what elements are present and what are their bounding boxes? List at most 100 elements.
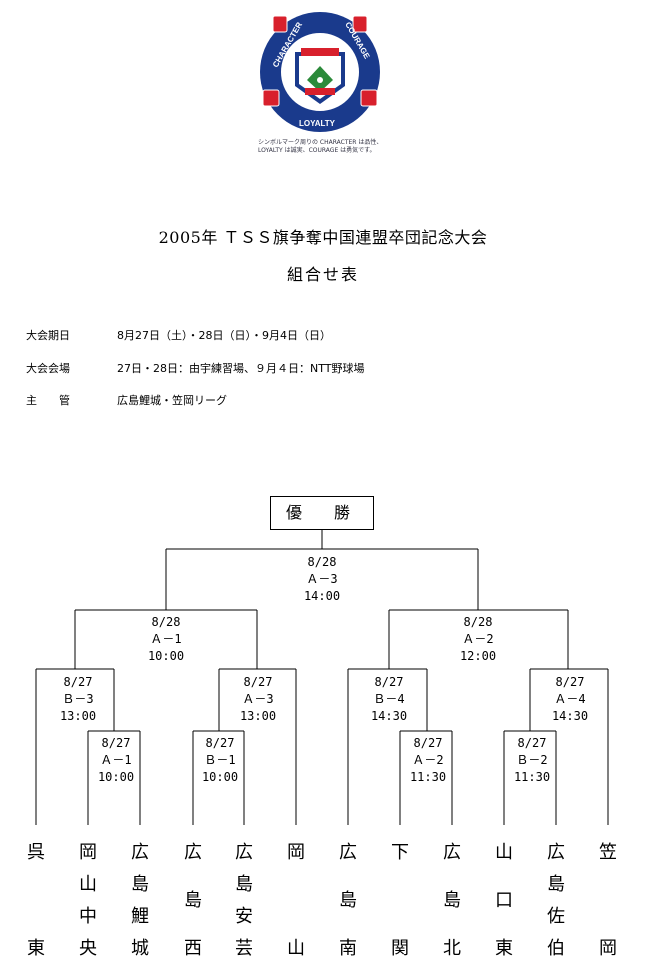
- team-name: 広島西: [180, 838, 206, 959]
- team-name-char: 伯: [547, 938, 565, 959]
- team-name-char: 芸: [235, 938, 253, 959]
- match-first-1: 8/27 Ａ－1 10:00: [76, 735, 156, 786]
- match-date: 8/27: [205, 736, 235, 750]
- info-label-venue: 大会会場: [26, 362, 70, 375]
- team-name-char: 島: [235, 874, 253, 895]
- match-time: 13:00: [239, 709, 277, 723]
- team-name-char: 呉: [27, 842, 45, 863]
- match-game: Ｂ－1: [204, 753, 236, 767]
- match-game: Ａ－3: [242, 692, 274, 706]
- team-name: 広島鯉城: [127, 838, 153, 959]
- match-quarter-4: 8/27 Ａ－4 14:30: [530, 674, 610, 725]
- team-name: 広島北: [439, 838, 465, 959]
- match-date: 8/27: [555, 675, 585, 689]
- logo-ring-bottom: LOYALTY: [299, 119, 336, 128]
- match-time: 14:30: [551, 709, 589, 723]
- match-time: 11:30: [513, 770, 551, 784]
- page-title: 2005年 ＴＳＳ旗争奪中国連盟卒団記念大会: [158, 228, 488, 247]
- team-name-char: 島: [184, 890, 202, 911]
- match-time: 14:30: [370, 709, 408, 723]
- team-name-char: 島: [443, 890, 461, 911]
- logo-note-line2: LOYALTY は誠実、COURAGE は勇気です。: [258, 147, 376, 154]
- team-name-char: 島: [131, 874, 149, 895]
- match-time: 10:00: [147, 649, 185, 663]
- team-name-char: 口: [495, 890, 513, 911]
- match-game: Ａ－3: [306, 572, 338, 586]
- match-semi-2: 8/28 Ａ－2 12:00: [438, 614, 518, 665]
- info-value-venue: 27日・28日：由宇練習場、９月４日：NTT野球場: [117, 362, 365, 375]
- team-name-char: 島: [547, 874, 565, 895]
- team-name-char: 広: [547, 842, 565, 863]
- team-name-char: 島: [339, 890, 357, 911]
- team-name: 広島佐伯: [543, 838, 569, 959]
- winner-box: 優 勝: [270, 496, 374, 530]
- match-game: Ｂ－2: [516, 753, 548, 767]
- info-label-dates: 大会期日: [26, 329, 70, 342]
- team-name-char: 広: [131, 842, 149, 863]
- team-name: 広島南: [335, 838, 361, 959]
- info-value-dates: 8月27日（土）・28日（日）・9月4日（日）: [117, 329, 331, 342]
- match-date: 8/27: [517, 736, 547, 750]
- team-name-char: 東: [495, 938, 513, 959]
- match-date: 8/28: [307, 555, 337, 569]
- team-name-char: 鯉: [131, 906, 149, 927]
- team-name-char: 関: [391, 938, 409, 959]
- match-first-2: 8/27 Ｂ－1 10:00: [180, 735, 260, 786]
- match-date: 8/27: [101, 736, 131, 750]
- logo-note: シンボルマーク周りの CHARACTER は品性、 LOYALTY は誠実、CO…: [258, 139, 408, 155]
- page-subtitle: 組合せ表: [286, 265, 359, 284]
- match-time: 14:00: [303, 589, 341, 603]
- team-name-char: 広: [443, 842, 461, 863]
- match-date: 8/28: [151, 615, 181, 629]
- team-name: 笠岡: [595, 838, 621, 959]
- match-date: 8/27: [243, 675, 273, 689]
- team-name-char: 広: [184, 842, 202, 863]
- logo-note-line1: シンボルマーク周りの CHARACTER は品性、: [258, 139, 383, 146]
- team-name-char: 岡: [287, 842, 305, 863]
- match-date: 8/27: [374, 675, 404, 689]
- info-value-host: 広島鯉城・笠岡リーグ: [117, 394, 227, 407]
- team-name: 岡山: [283, 838, 309, 959]
- team-name: 山口東: [491, 838, 517, 959]
- match-first-3: 8/27 Ａ－2 11:30: [388, 735, 468, 786]
- team-name-char: 山: [495, 842, 513, 863]
- match-game: Ａ－4: [554, 692, 586, 706]
- match-time: 11:30: [409, 770, 447, 784]
- team-name-char: 西: [184, 938, 202, 959]
- match-game: Ａ－2: [462, 632, 494, 646]
- match-time: 13:00: [59, 709, 97, 723]
- match-date: 8/27: [413, 736, 443, 750]
- match-game: Ａ－1: [150, 632, 182, 646]
- team-name-char: 岡: [79, 842, 97, 863]
- little-league-logo: CHARACTER COURAGE LOYALTY: [260, 12, 380, 132]
- team-name-char: 東: [27, 938, 45, 959]
- team-name-char: 広: [235, 842, 253, 863]
- team-name-char: 中: [79, 906, 97, 927]
- match-game: Ｂ－3: [62, 692, 94, 706]
- team-name-char: 山: [287, 938, 305, 959]
- team-name: 広島安芸: [231, 838, 257, 959]
- match-game: Ｂ－4: [373, 692, 405, 706]
- match-game: Ａ－1: [100, 753, 132, 767]
- team-name: 下関: [387, 838, 413, 959]
- team-name-char: 山: [79, 874, 97, 895]
- match-game: Ａ－2: [412, 753, 444, 767]
- match-quarter-2: 8/27 Ａ－3 13:00: [218, 674, 298, 725]
- match-date: 8/27: [63, 675, 93, 689]
- team-name-char: 北: [443, 938, 461, 959]
- team-name: 岡山中央: [75, 838, 101, 959]
- match-date: 8/28: [463, 615, 493, 629]
- team-name-char: 岡: [599, 938, 617, 959]
- team-name-char: 央: [79, 938, 97, 959]
- team-name-char: 安: [235, 906, 253, 927]
- team-name-char: 南: [339, 938, 357, 959]
- match-time: 10:00: [201, 770, 239, 784]
- match-final: 8/28 Ａ－3 14:00: [282, 554, 362, 605]
- match-first-4: 8/27 Ｂ－2 11:30: [492, 735, 572, 786]
- match-time: 12:00: [459, 649, 497, 663]
- team-name-char: 佐: [547, 906, 565, 927]
- match-time: 10:00: [97, 770, 135, 784]
- team-name-char: 下: [391, 842, 409, 863]
- team-name-char: 広: [339, 842, 357, 863]
